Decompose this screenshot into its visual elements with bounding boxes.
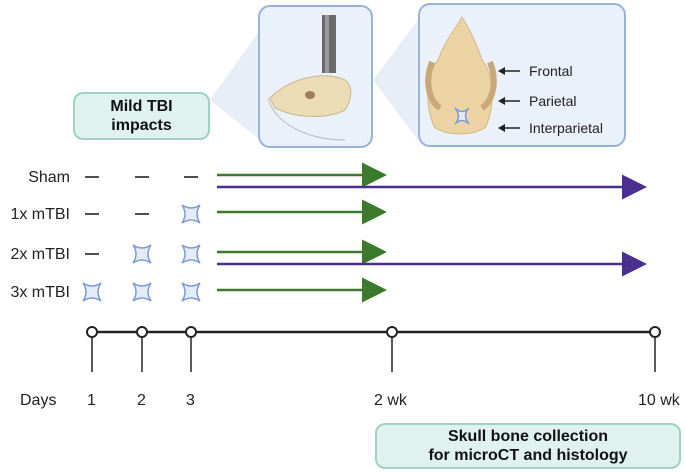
tick-label-day1: 1: [87, 392, 96, 409]
timeline-node: [86, 326, 98, 338]
impact-star-icon: [181, 244, 201, 264]
group-label-3x: 3x mTBI: [10, 284, 70, 301]
arrow-parietal-icon: [498, 97, 505, 105]
impact-star-icon: [132, 282, 152, 302]
arrow-interparietal-icon: [498, 124, 505, 132]
group-label-sham: Sham: [28, 169, 70, 186]
group-label-2x: 2x mTBI: [10, 246, 70, 263]
timeline-node: [136, 326, 148, 338]
timeline-node: [185, 326, 197, 338]
tick-label-day3: 3: [186, 392, 195, 409]
timeline-node: [386, 326, 398, 338]
timeline-node: [649, 326, 661, 338]
zoom-cone-right: [373, 20, 418, 140]
skull-collection-callout: Skull bone collection for microCT and hi…: [375, 423, 681, 469]
tick-label-2wk: 2 wk: [374, 392, 407, 409]
impact-star-icon: [181, 282, 201, 302]
impact-site-icon: [454, 107, 470, 125]
tick-label-day2: 2: [137, 392, 146, 409]
impact-star-icon: [132, 244, 152, 264]
arrow-frontal-icon: [498, 67, 505, 75]
skull-icon: [427, 15, 493, 135]
axis-label-days: Days: [20, 392, 57, 409]
impact-star-icon: [82, 282, 102, 302]
tick-label-10wk: 10 wk: [638, 392, 680, 409]
mild-tbi-impacts-callout: Mild TBI impacts: [73, 92, 210, 140]
group-label-1x: 1x mTBI: [10, 206, 70, 223]
impact-star-icon: [181, 204, 201, 224]
zoom-cone-left: [210, 30, 260, 140]
label-parietal: Parietal: [529, 93, 577, 109]
label-frontal: Frontal: [529, 63, 573, 79]
label-interparietal: Interparietal: [529, 120, 603, 136]
